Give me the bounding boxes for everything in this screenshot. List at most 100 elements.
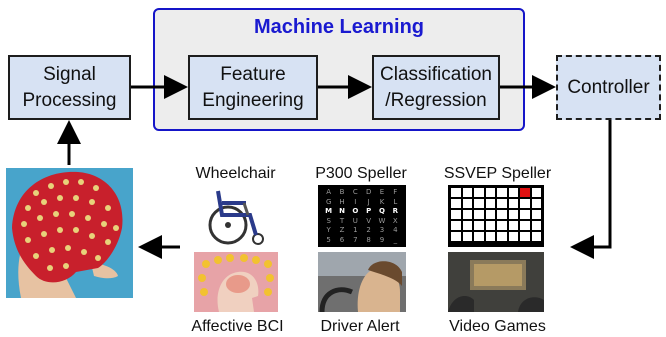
ssvep-target xyxy=(451,199,461,208)
ssvep-target xyxy=(451,188,461,197)
p300-cell: B xyxy=(339,188,345,196)
p300-cell: A xyxy=(326,188,332,196)
p300-cell: N xyxy=(339,207,345,215)
wheelchair-caption: Wheelchair xyxy=(195,165,276,182)
affective-bci-caption: Affective BCI xyxy=(191,318,284,335)
driver-alert-caption: Driver Alert xyxy=(320,318,400,335)
p300-cell: F xyxy=(393,188,398,196)
ssvep-target xyxy=(451,232,461,241)
ssvep-target xyxy=(485,232,495,241)
ssvep-target xyxy=(508,199,518,208)
ssvep-target xyxy=(520,210,530,219)
ssvep-target xyxy=(485,221,495,230)
wheelchair-image xyxy=(198,185,270,247)
p300-cell: Z xyxy=(339,226,345,234)
p300-cell: M xyxy=(325,207,333,215)
ssvep-target xyxy=(474,221,484,230)
ssvep-target xyxy=(474,188,484,197)
ssvep-target xyxy=(451,221,461,230)
ssvep-target xyxy=(485,188,495,197)
p300-cell: 8 xyxy=(366,235,371,244)
ssvep-target xyxy=(531,232,541,241)
classification-regression-box: Classification /Regression xyxy=(372,55,500,120)
controller-box: Controller xyxy=(556,55,661,120)
p300-cell: D xyxy=(365,188,372,196)
ssvep-target xyxy=(451,210,461,219)
ssvep-target xyxy=(497,221,507,230)
video-games-caption: Video Games xyxy=(449,318,546,335)
p300-cell: Q xyxy=(379,207,385,215)
ssvep-target xyxy=(462,199,472,208)
ssvep-target xyxy=(474,199,484,208)
ssvep-target xyxy=(531,221,541,230)
ssvep-target xyxy=(531,199,541,208)
machine-learning-title: Machine Learning xyxy=(253,16,425,38)
eeg-cap-head-image xyxy=(6,168,133,298)
p300-cell: K xyxy=(379,197,385,206)
ssvep-speller-caption: SSVEP Speller xyxy=(443,165,552,182)
ssvep-target xyxy=(531,210,541,219)
affective-bci-image xyxy=(194,252,278,312)
p300-cell: _ xyxy=(393,235,398,244)
ssvep-target xyxy=(474,210,484,219)
ssvep-target xyxy=(520,199,530,208)
p300-cell: 6 xyxy=(339,235,345,244)
feature-engineering-label: Feature Engineering xyxy=(202,63,304,111)
p300-cell: R xyxy=(392,207,399,215)
arrow-controller-to-applications xyxy=(570,120,612,259)
ssvep-target xyxy=(462,221,472,230)
ssvep-target xyxy=(474,232,484,241)
video-games-image xyxy=(448,252,544,312)
p300-cell: S xyxy=(326,216,331,225)
p300-cell: V xyxy=(366,216,372,225)
ssvep-target xyxy=(520,221,530,230)
p300-cell: O xyxy=(352,207,359,215)
feature-engineering-box: Feature Engineering xyxy=(188,55,318,120)
ssvep-target xyxy=(462,188,472,197)
p300-cell: 1 xyxy=(353,226,358,234)
p300-cell: P xyxy=(366,207,372,215)
ssvep-target xyxy=(508,221,518,230)
p300-cell: J xyxy=(367,197,370,206)
p300-cell: Y xyxy=(326,226,331,234)
ssvep-target xyxy=(485,199,495,208)
p300-cell: L xyxy=(393,197,398,206)
ssvep-target xyxy=(497,199,507,208)
ssvep-target xyxy=(497,188,507,197)
driver-alert-image xyxy=(318,252,406,312)
p300-cell: 2 xyxy=(366,226,371,234)
signal-processing-label: Signal Processing xyxy=(22,63,117,111)
p300-cell: W xyxy=(378,216,386,225)
p300-cell: I xyxy=(354,197,357,206)
p300-cell: 7 xyxy=(353,235,358,244)
controller-label: Controller xyxy=(567,76,650,98)
p300-cell: T xyxy=(339,216,345,225)
ssvep-target xyxy=(508,232,518,241)
signal-processing-box: Signal Processing xyxy=(8,55,131,120)
p300-cell: 9 xyxy=(379,235,385,244)
p300-cell: 5 xyxy=(326,235,331,244)
ssvep-target xyxy=(497,232,507,241)
p300-speller-caption: P300 Speller xyxy=(315,165,407,182)
ssvep-target xyxy=(508,210,518,219)
ssvep-target xyxy=(520,232,530,241)
p300-cell: U xyxy=(352,216,358,225)
ssvep-target xyxy=(508,188,518,197)
ssvep-speller-grid xyxy=(448,185,544,247)
ssvep-target xyxy=(462,232,472,241)
p300-cell: X xyxy=(392,216,398,225)
p300-cell: E xyxy=(379,188,385,196)
p300-cell: 4 xyxy=(393,226,398,234)
p300-cell: G xyxy=(325,197,332,206)
ssvep-target xyxy=(497,210,507,219)
classification-regression-label: Classification /Regression xyxy=(380,63,492,111)
ssvep-target xyxy=(485,210,495,219)
ssvep-target xyxy=(531,188,541,197)
p300-cell: C xyxy=(352,188,358,196)
p300-cell: 3 xyxy=(379,226,385,234)
ssvep-target xyxy=(520,188,530,197)
ssvep-target xyxy=(462,210,472,219)
p300-cell: H xyxy=(339,197,345,206)
